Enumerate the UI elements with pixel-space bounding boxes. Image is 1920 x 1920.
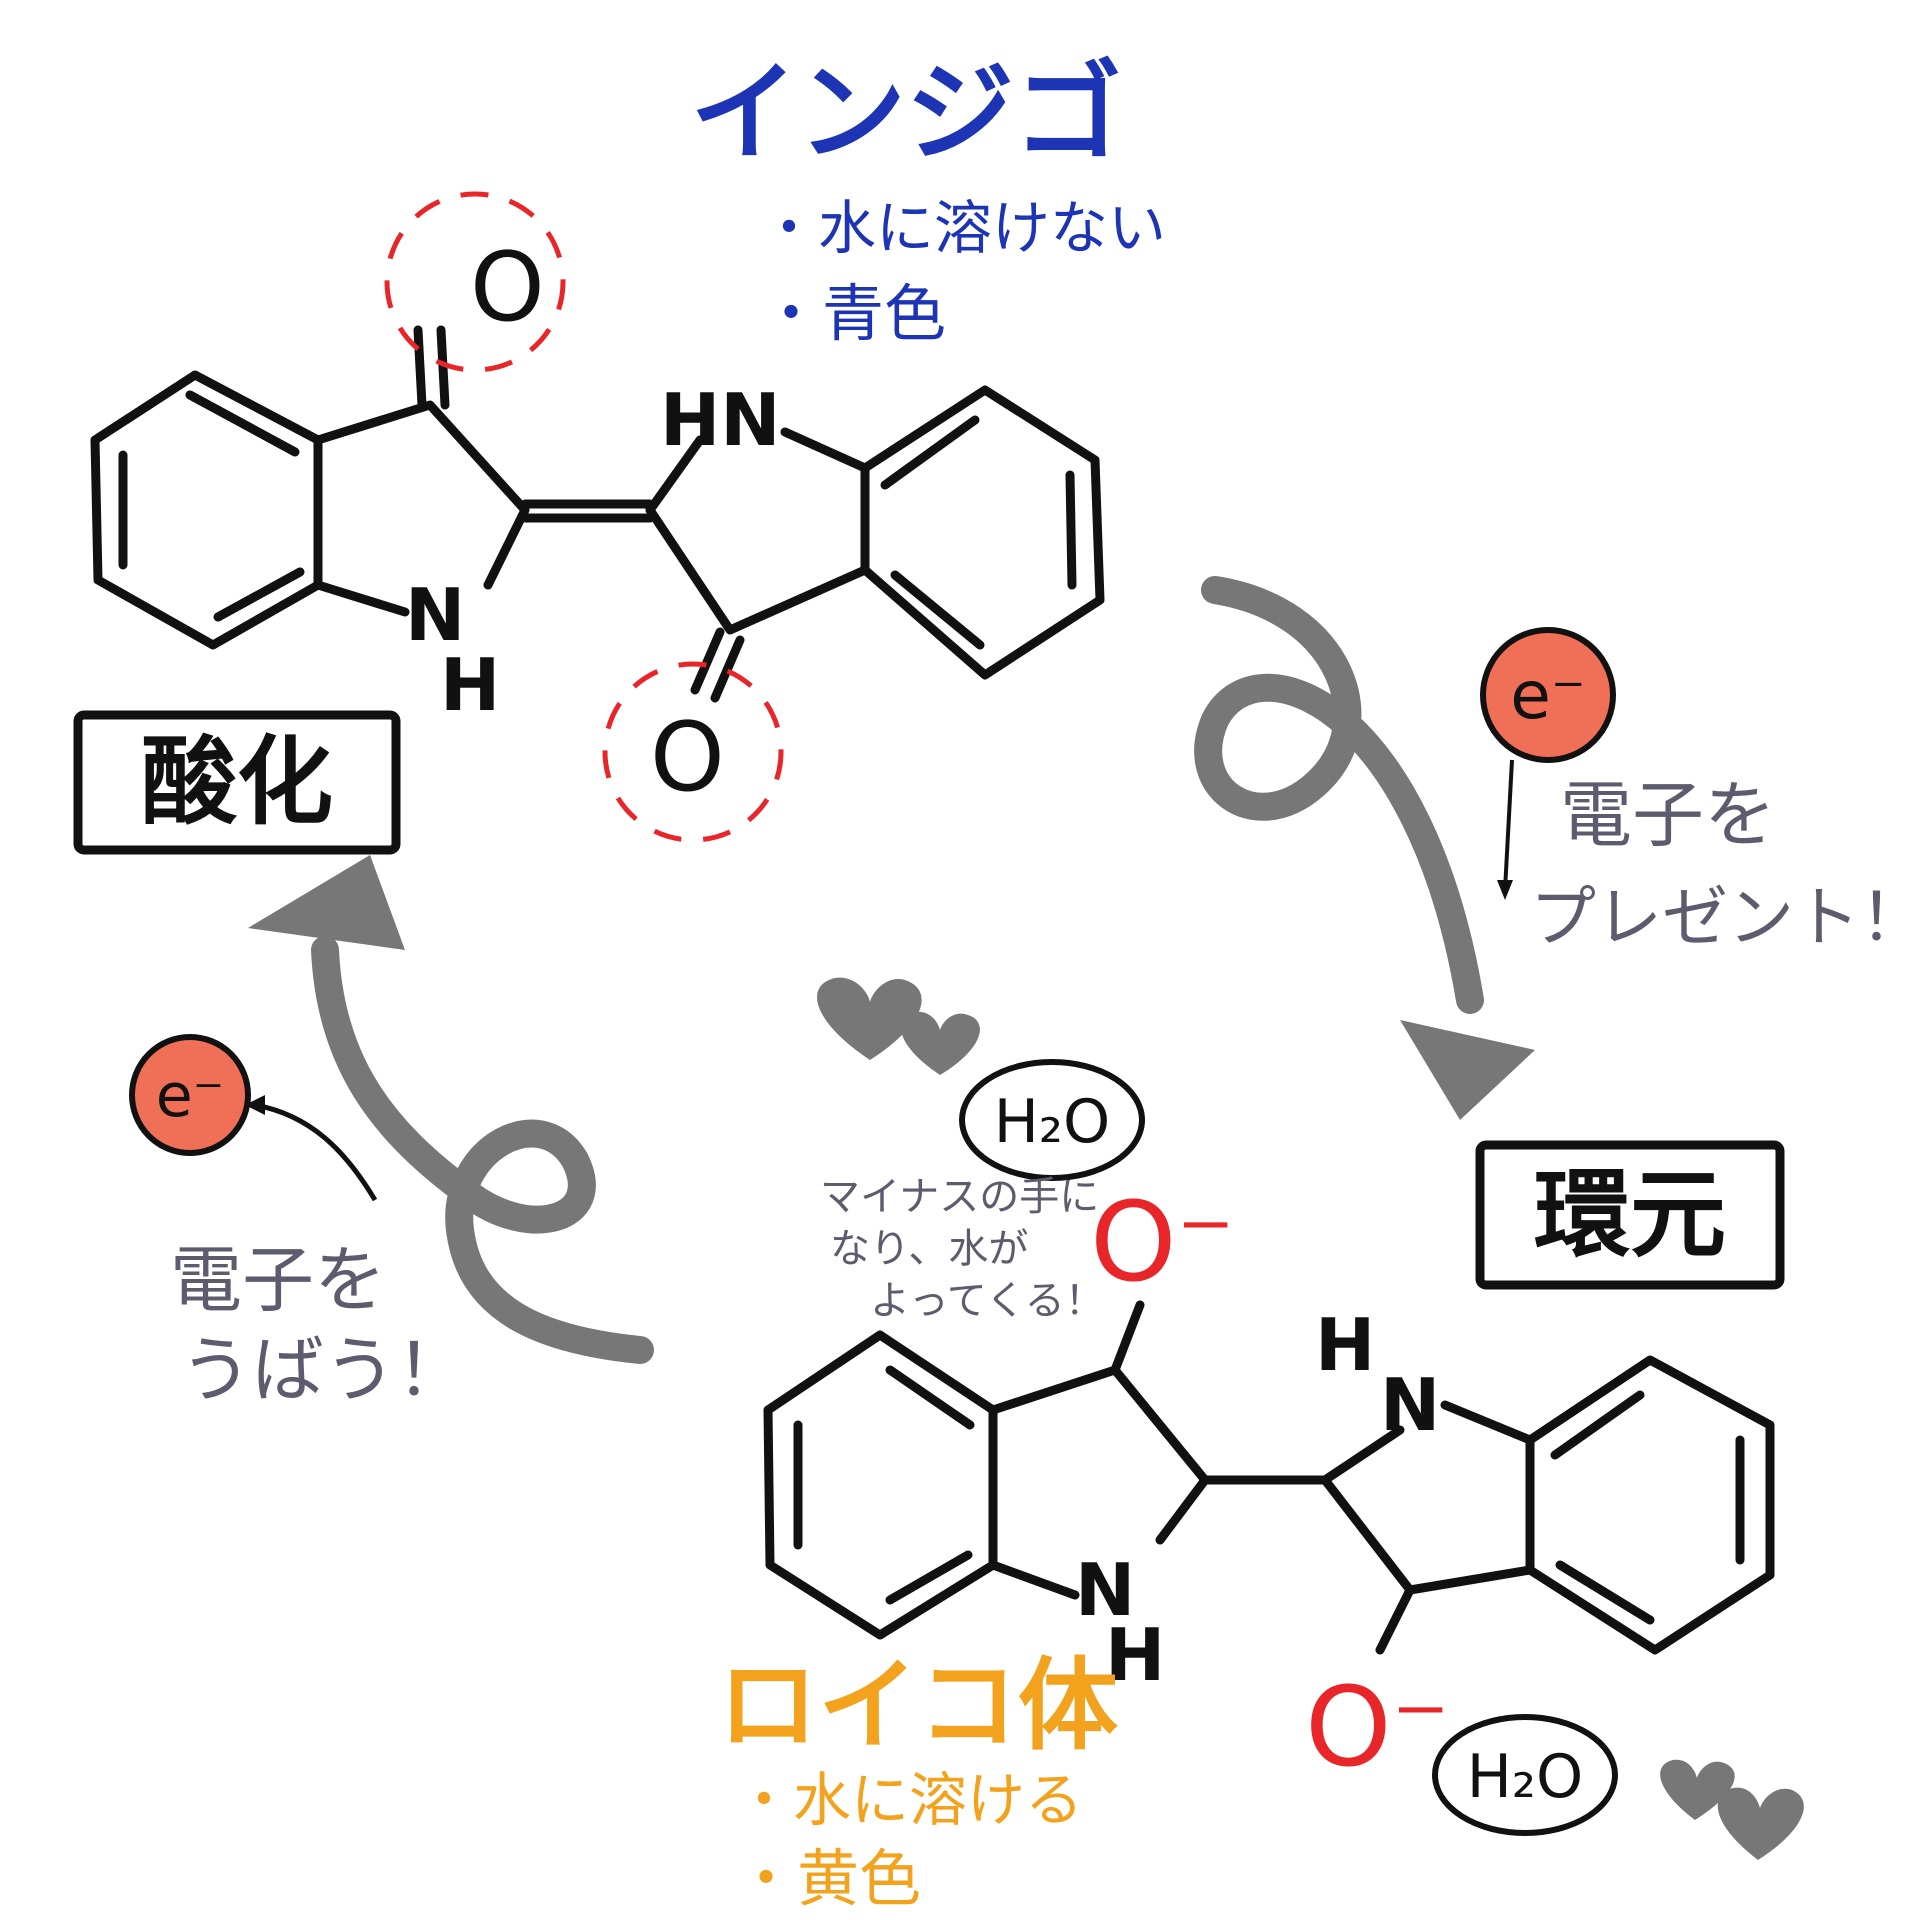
heart-icon bbox=[900, 1011, 980, 1075]
leuco-n-top: N bbox=[1380, 1363, 1440, 1447]
leuco-title: ロイコ体 bbox=[718, 1647, 1118, 1764]
oxidation-label: 酸化 bbox=[141, 726, 333, 838]
leuco-h-bottom: H bbox=[1105, 1613, 1165, 1697]
leuco-h-top: H bbox=[1315, 1303, 1375, 1387]
water-bubble-bottom: H₂O bbox=[1432, 1714, 1618, 1836]
reduction-arrow bbox=[1194, 576, 1484, 1014]
reduction-note-line1: 電子を bbox=[1560, 773, 1776, 857]
oxidation-note-line2: うばう！ bbox=[180, 1328, 468, 1412]
water-note-line3: よってくる！ bbox=[870, 1278, 1105, 1324]
heart-icon bbox=[817, 977, 922, 1060]
leuco-note-yellow: ・黄色 bbox=[735, 1842, 921, 1915]
electron-label-reduction: e⁻ bbox=[1510, 657, 1585, 734]
indigo-structure bbox=[90, 325, 1105, 703]
heart-icon bbox=[1717, 1787, 1804, 1860]
water-bubble-top: H₂O bbox=[959, 1059, 1145, 1181]
oxidation-box: 酸化 bbox=[73, 710, 401, 855]
oxidation-arrowhead bbox=[248, 855, 405, 950]
hearts-bottom bbox=[1660, 1759, 1804, 1860]
indigo-note-insoluble: ・水に溶けない bbox=[760, 194, 1166, 262]
reduction-arrowhead bbox=[1400, 1020, 1535, 1120]
reduction-label: 環元 bbox=[1534, 1159, 1726, 1271]
indigo-hn-label: HN bbox=[660, 378, 781, 462]
indigo-note-blue: ・青色 bbox=[760, 277, 946, 350]
oxygen-highlight-top bbox=[384, 191, 566, 373]
leuco-n-bottom: N bbox=[1075, 1548, 1135, 1632]
reduction-box: 環元 bbox=[1475, 1140, 1785, 1290]
oxidation-note-line1: 電子を bbox=[170, 1238, 386, 1322]
heart-icon bbox=[1660, 1759, 1735, 1820]
electron-reduction-pointer bbox=[1503, 759, 1514, 891]
indigo-oxygen-top: O bbox=[470, 233, 545, 343]
leuco-note-soluble: ・水に溶ける bbox=[735, 1766, 1083, 1834]
leuco-structure bbox=[763, 1300, 1775, 1655]
electron-oxidation: e⁻ bbox=[129, 1034, 251, 1156]
indigo-n-label: N bbox=[405, 573, 465, 657]
electron-reduction: e⁻ bbox=[1480, 627, 1616, 763]
oxygen-highlight-bottom bbox=[602, 661, 784, 843]
leuco-ominus-top: O⁻ bbox=[1090, 1178, 1235, 1306]
leuco-ominus-bottom: O⁻ bbox=[1305, 1663, 1450, 1791]
indigo-oxygen-bottom: O bbox=[650, 703, 725, 813]
reduction-note-line2: プレゼント！ bbox=[1530, 879, 1920, 956]
oxidation-arrow bbox=[311, 936, 654, 1364]
water-label-bottom: H₂O bbox=[1467, 1742, 1583, 1812]
hearts-top bbox=[817, 977, 980, 1075]
water-note-line1: マイナスの手に bbox=[820, 1174, 1099, 1220]
indigo-title: インジゴ bbox=[690, 51, 1122, 176]
water-note-line2: なり、水が bbox=[830, 1226, 1028, 1272]
electron-oxidation-pointer bbox=[254, 1102, 378, 1202]
indigo-h-label: H bbox=[440, 643, 500, 727]
water-label-top: H₂O bbox=[994, 1087, 1110, 1157]
electron-label-oxidation: e⁻ bbox=[156, 1061, 225, 1131]
